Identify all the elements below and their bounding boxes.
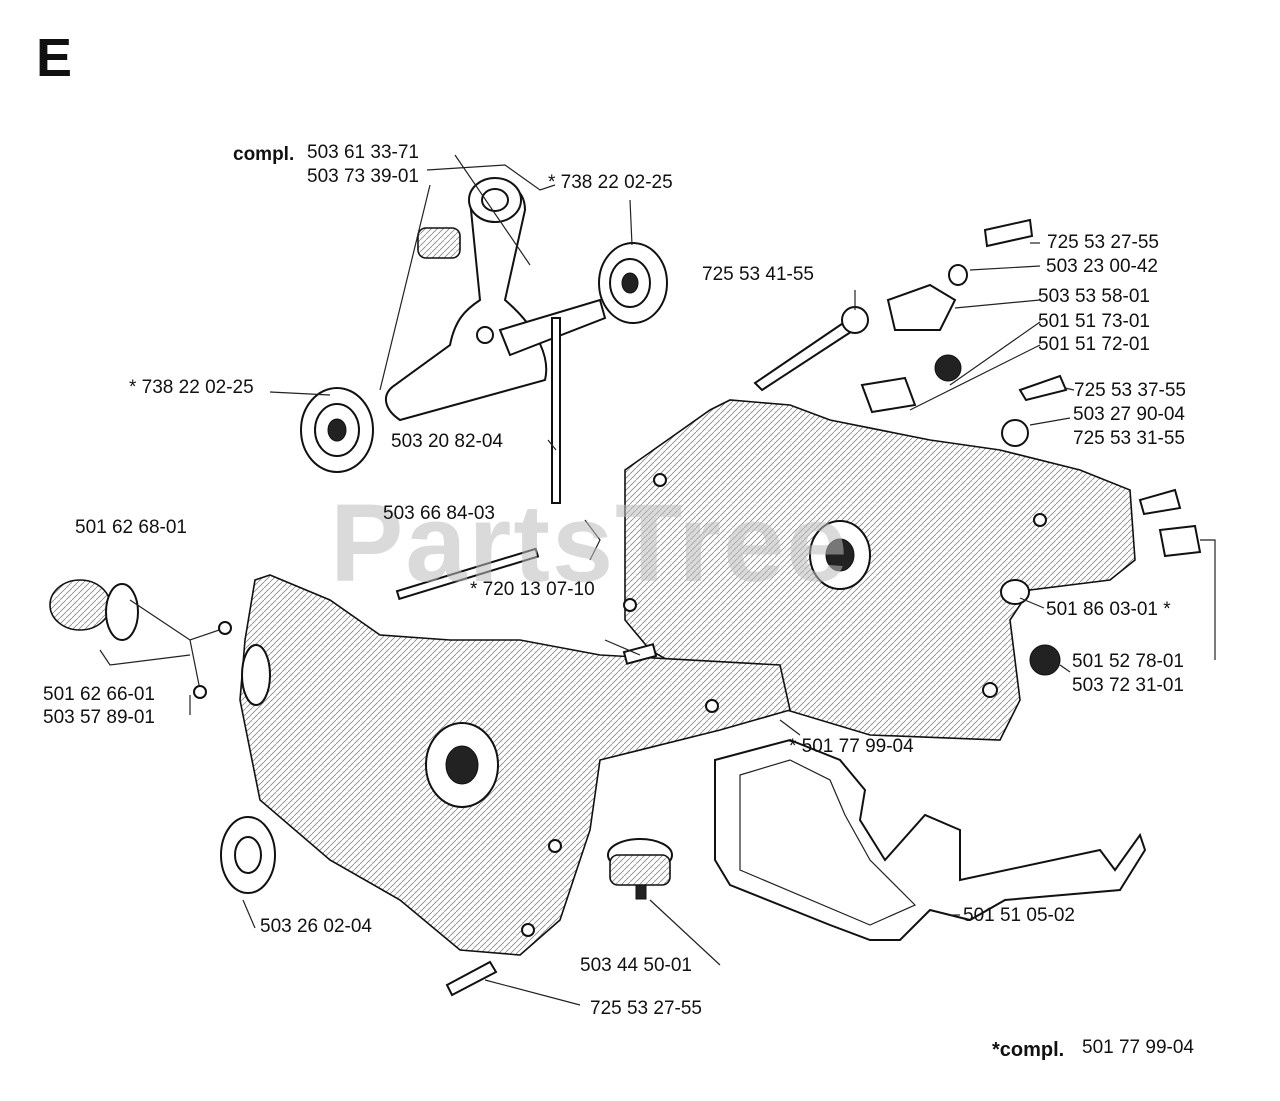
part-label-cap-a[interactable]: 501 62 66-01: [43, 684, 155, 705]
part-label-seal[interactable]: 503 26 02-04: [260, 916, 372, 937]
part-label-bracket[interactable]: 503 53 58-01: [1038, 286, 1150, 307]
part-label-screw-c[interactable]: 725 53 31-55: [1073, 428, 1185, 449]
part-label-crankcase[interactable]: * 501 77 99-04: [789, 736, 914, 757]
stud-pin: [551, 317, 561, 504]
part-label-plug-c[interactable]: 501 52 78-01: [1072, 651, 1184, 672]
part-label-plug-d[interactable]: 503 72 31-01: [1072, 675, 1184, 696]
footer-compl-prefix: *compl.: [992, 1039, 1065, 1061]
part-label-screw-mid[interactable]: 725 53 37-55: [1074, 380, 1186, 401]
oil-seal: [220, 816, 276, 894]
part-label-washer[interactable]: 503 23 00-42: [1046, 256, 1158, 277]
part-label-cap-b[interactable]: 503 57 89-01: [43, 707, 155, 728]
part-label-filter[interactable]: 503 44 50-01: [580, 955, 692, 976]
part-label-bearing-left[interactable]: * 738 22 02-25: [129, 377, 254, 398]
footer-part-number[interactable]: 501 77 99-04: [1082, 1037, 1194, 1058]
part-label-tube[interactable]: 503 66 84-03: [383, 503, 495, 524]
part-label-nut-b[interactable]: 501 51 72-01: [1038, 334, 1150, 355]
crankcase-left-half: [239, 574, 791, 956]
part-label-screw-top[interactable]: 725 53 27-55: [1047, 232, 1159, 253]
part-label-plug-b[interactable]: 501 86 03-01 *: [1046, 599, 1171, 620]
filter-plug: [607, 838, 673, 900]
leader-lines: [99, 154, 1216, 1006]
needle-bearing: [417, 227, 461, 259]
compl-prefix-label: compl.: [233, 144, 295, 165]
tank-cap: [49, 579, 232, 699]
part-label-plug-a[interactable]: 503 27 90-04: [1073, 404, 1185, 425]
fasteners: [395, 218, 1202, 997]
section-letter: E: [36, 28, 73, 88]
part-label-cap-main[interactable]: 501 62 68-01: [75, 517, 187, 538]
part-label-gasket[interactable]: 501 51 05-02: [963, 905, 1075, 926]
part-label-crank-compl[interactable]: 503 61 33-71: [307, 142, 419, 163]
part-label-bolt-long[interactable]: 725 53 41-55: [702, 264, 814, 285]
gasket: [714, 738, 1147, 941]
part-label-pin[interactable]: * 720 13 07-10: [470, 579, 595, 600]
ball-bearing-left: [300, 387, 374, 473]
part-label-nut-a[interactable]: 501 51 73-01: [1038, 311, 1150, 332]
part-label-crank-bearing[interactable]: 503 73 39-01: [307, 166, 419, 187]
part-label-stud[interactable]: 503 20 82-04: [391, 431, 503, 452]
part-label-bearing-top[interactable]: * 738 22 02-25: [548, 172, 673, 193]
part-label-screw-bottom[interactable]: 725 53 27-55: [590, 998, 702, 1019]
ball-bearing-top: [598, 242, 668, 324]
